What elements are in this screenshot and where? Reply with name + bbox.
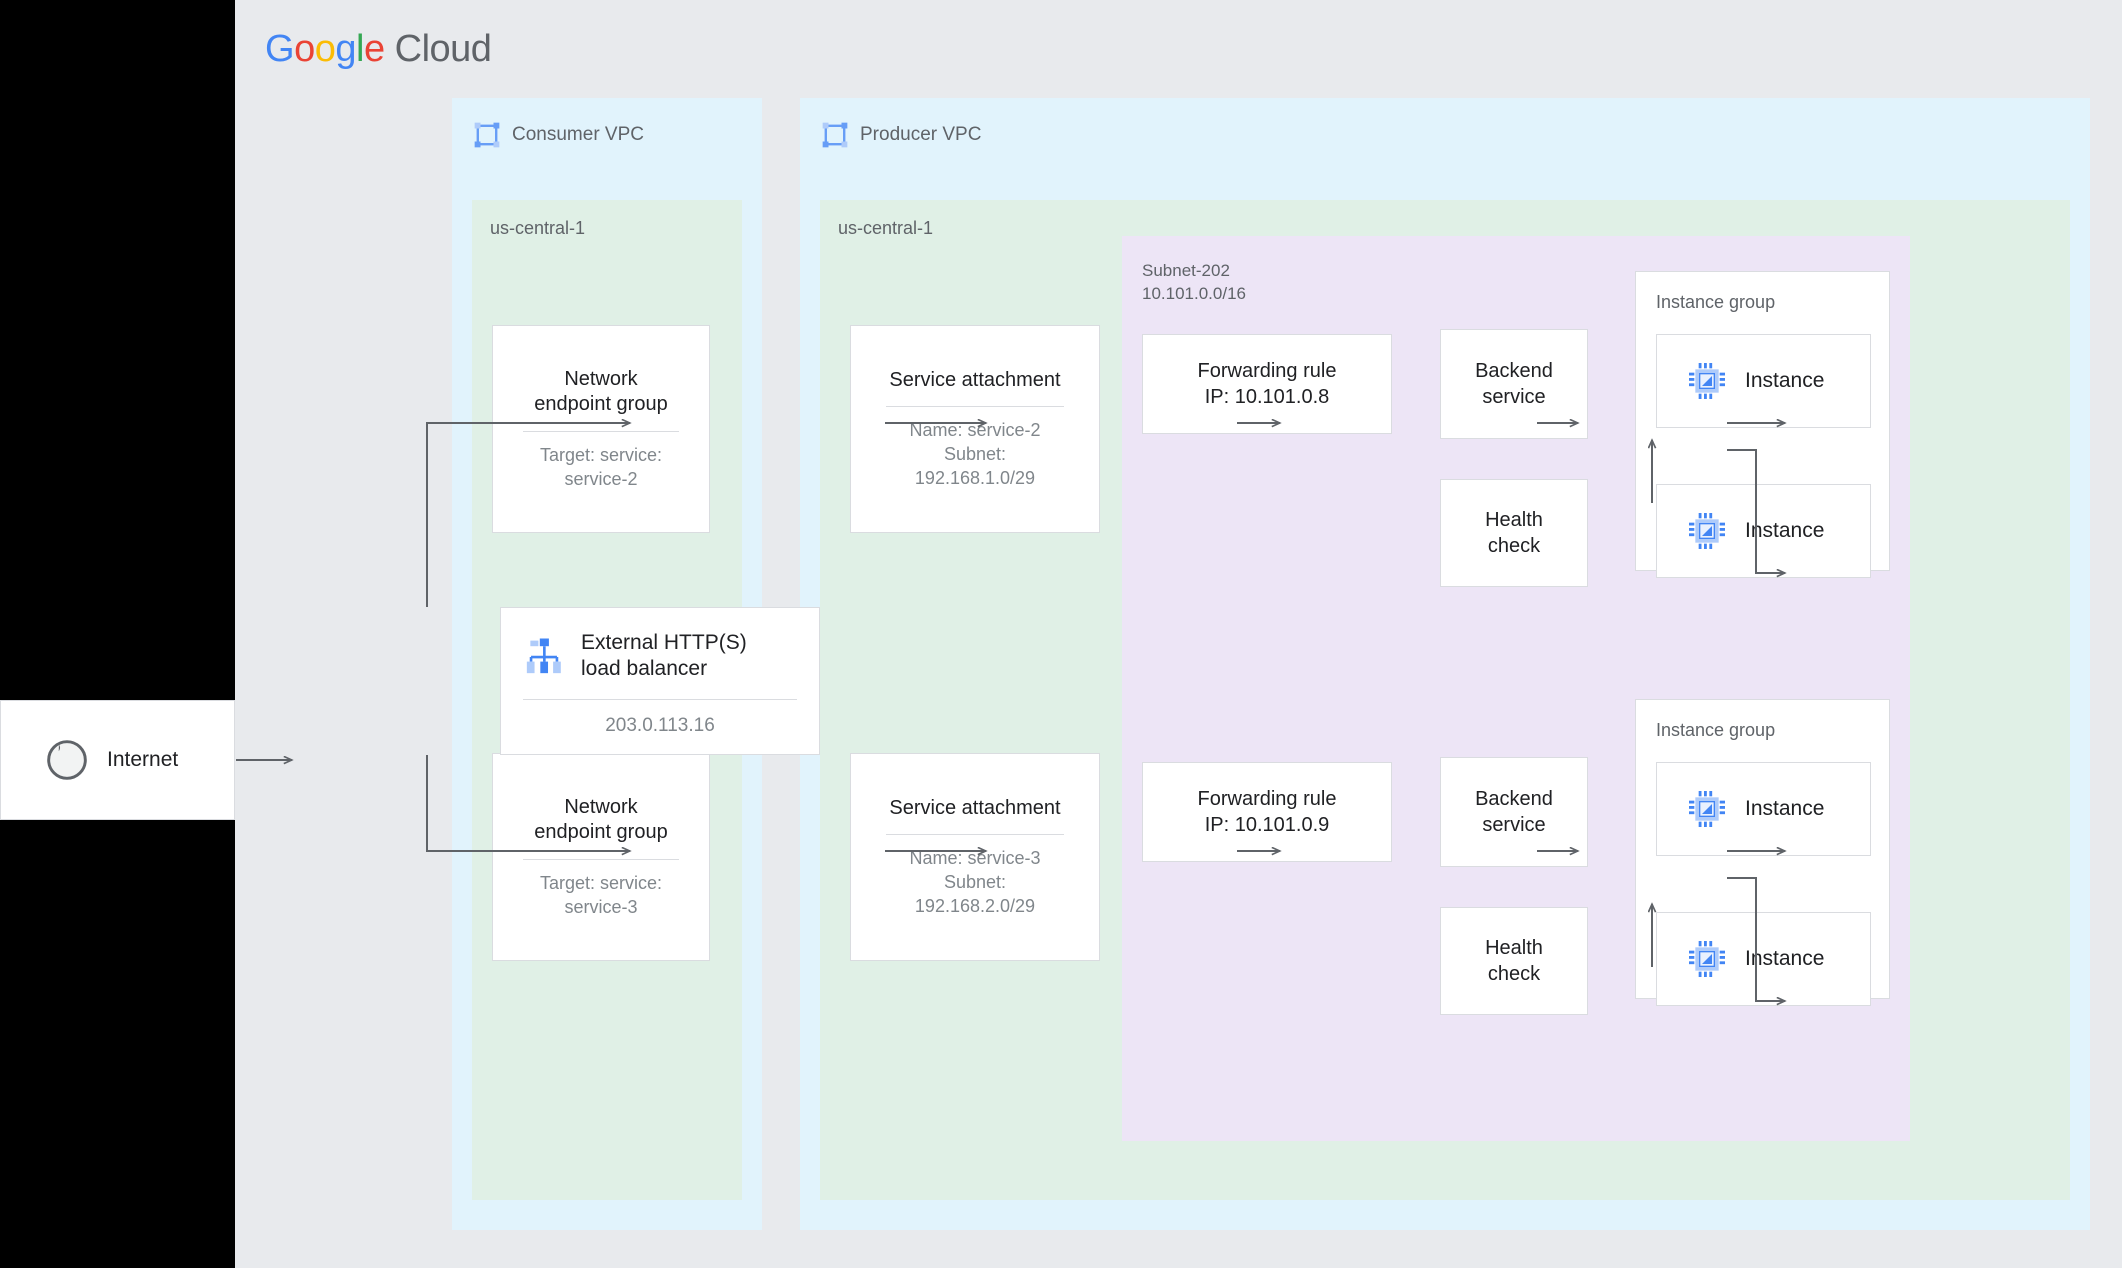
instance-group-2: Instance group [1635,699,1890,1006]
producer-region-container: us-central-1 Service attachment Name: se… [820,200,2070,1200]
producer-vpc-header: Producer VPC [822,122,981,148]
producer-region-label: us-central-1 [838,218,934,238]
instance-1-2-label: Instance [1745,519,1825,542]
instance-1-2[interactable]: Instance [1656,484,1871,578]
internet-label: Internet [107,748,179,771]
logo-letter-o1: o [294,28,315,70]
service-attachment-1-title: Service attachment [889,368,1061,391]
instance-icon [1689,513,1725,549]
google-cloud-logo: Google Cloud [265,28,492,71]
producer-vpc-title: Producer VPC [860,124,982,145]
load-balancer-ip: 203.0.113.16 [605,714,715,736]
globe-icon [47,740,87,780]
vpc-icon [822,122,848,148]
consumer-region-label: us-central-1 [490,218,586,238]
load-balancer-divider [523,698,797,700]
internet-node[interactable]: Internet [0,700,235,820]
instance-2-2[interactable]: Instance [1656,912,1871,1006]
instance-1-1-label: Instance [1745,369,1825,392]
vpc-icon [474,122,500,148]
logo-word-cloud: Cloud [384,28,492,70]
instance-icon [1689,363,1725,399]
google-cloud-canvas: Google Cloud Consumer VPC us-central-1 N… [235,0,2122,1268]
service-attachment-2-title: Service attachment [889,796,1061,819]
instance-2-2-label: Instance [1745,947,1825,970]
producer-vpc-container: Producer VPC us-central-1 Service attach… [800,98,2090,1230]
logo-letter-l: l [355,28,364,70]
instance-1-1[interactable]: Instance [1656,334,1871,428]
neg-1-subtitle: Target: service:service-2 [539,444,663,489]
neg-2-subtitle: Target: service:service-3 [539,872,663,917]
neg-1-divider [523,430,679,432]
consumer-vpc-header: Consumer VPC [474,122,644,148]
instance-group-2-label: Instance group [1656,720,1776,740]
logo-letter-g1: G [265,28,295,70]
load-balancer-icon [526,638,561,674]
load-balancer-header: External HTTP(S)load balancer [501,608,819,683]
logo-letter-e: e [363,28,385,70]
instance-2-1[interactable]: Instance [1656,762,1871,856]
instance-group-1: Instance group [1635,271,1890,578]
external-http-load-balancer[interactable]: External HTTP(S)load balancer 203.0.113.… [500,607,820,755]
service-attachment-1-divider [885,406,1065,408]
logo-letter-o2: o [314,28,336,70]
instance-2-1-label: Instance [1745,797,1825,820]
consumer-vpc-title: Consumer VPC [512,124,644,145]
instance-icon [1689,791,1725,827]
instance-group-1-label: Instance group [1656,292,1776,312]
service-attachment-2-divider [885,834,1065,836]
load-balancer-name: External HTTP(S)load balancer [581,631,747,681]
instance-icon [1689,941,1725,977]
neg-2-divider [523,858,679,860]
logo-letter-g2: g [335,28,356,70]
